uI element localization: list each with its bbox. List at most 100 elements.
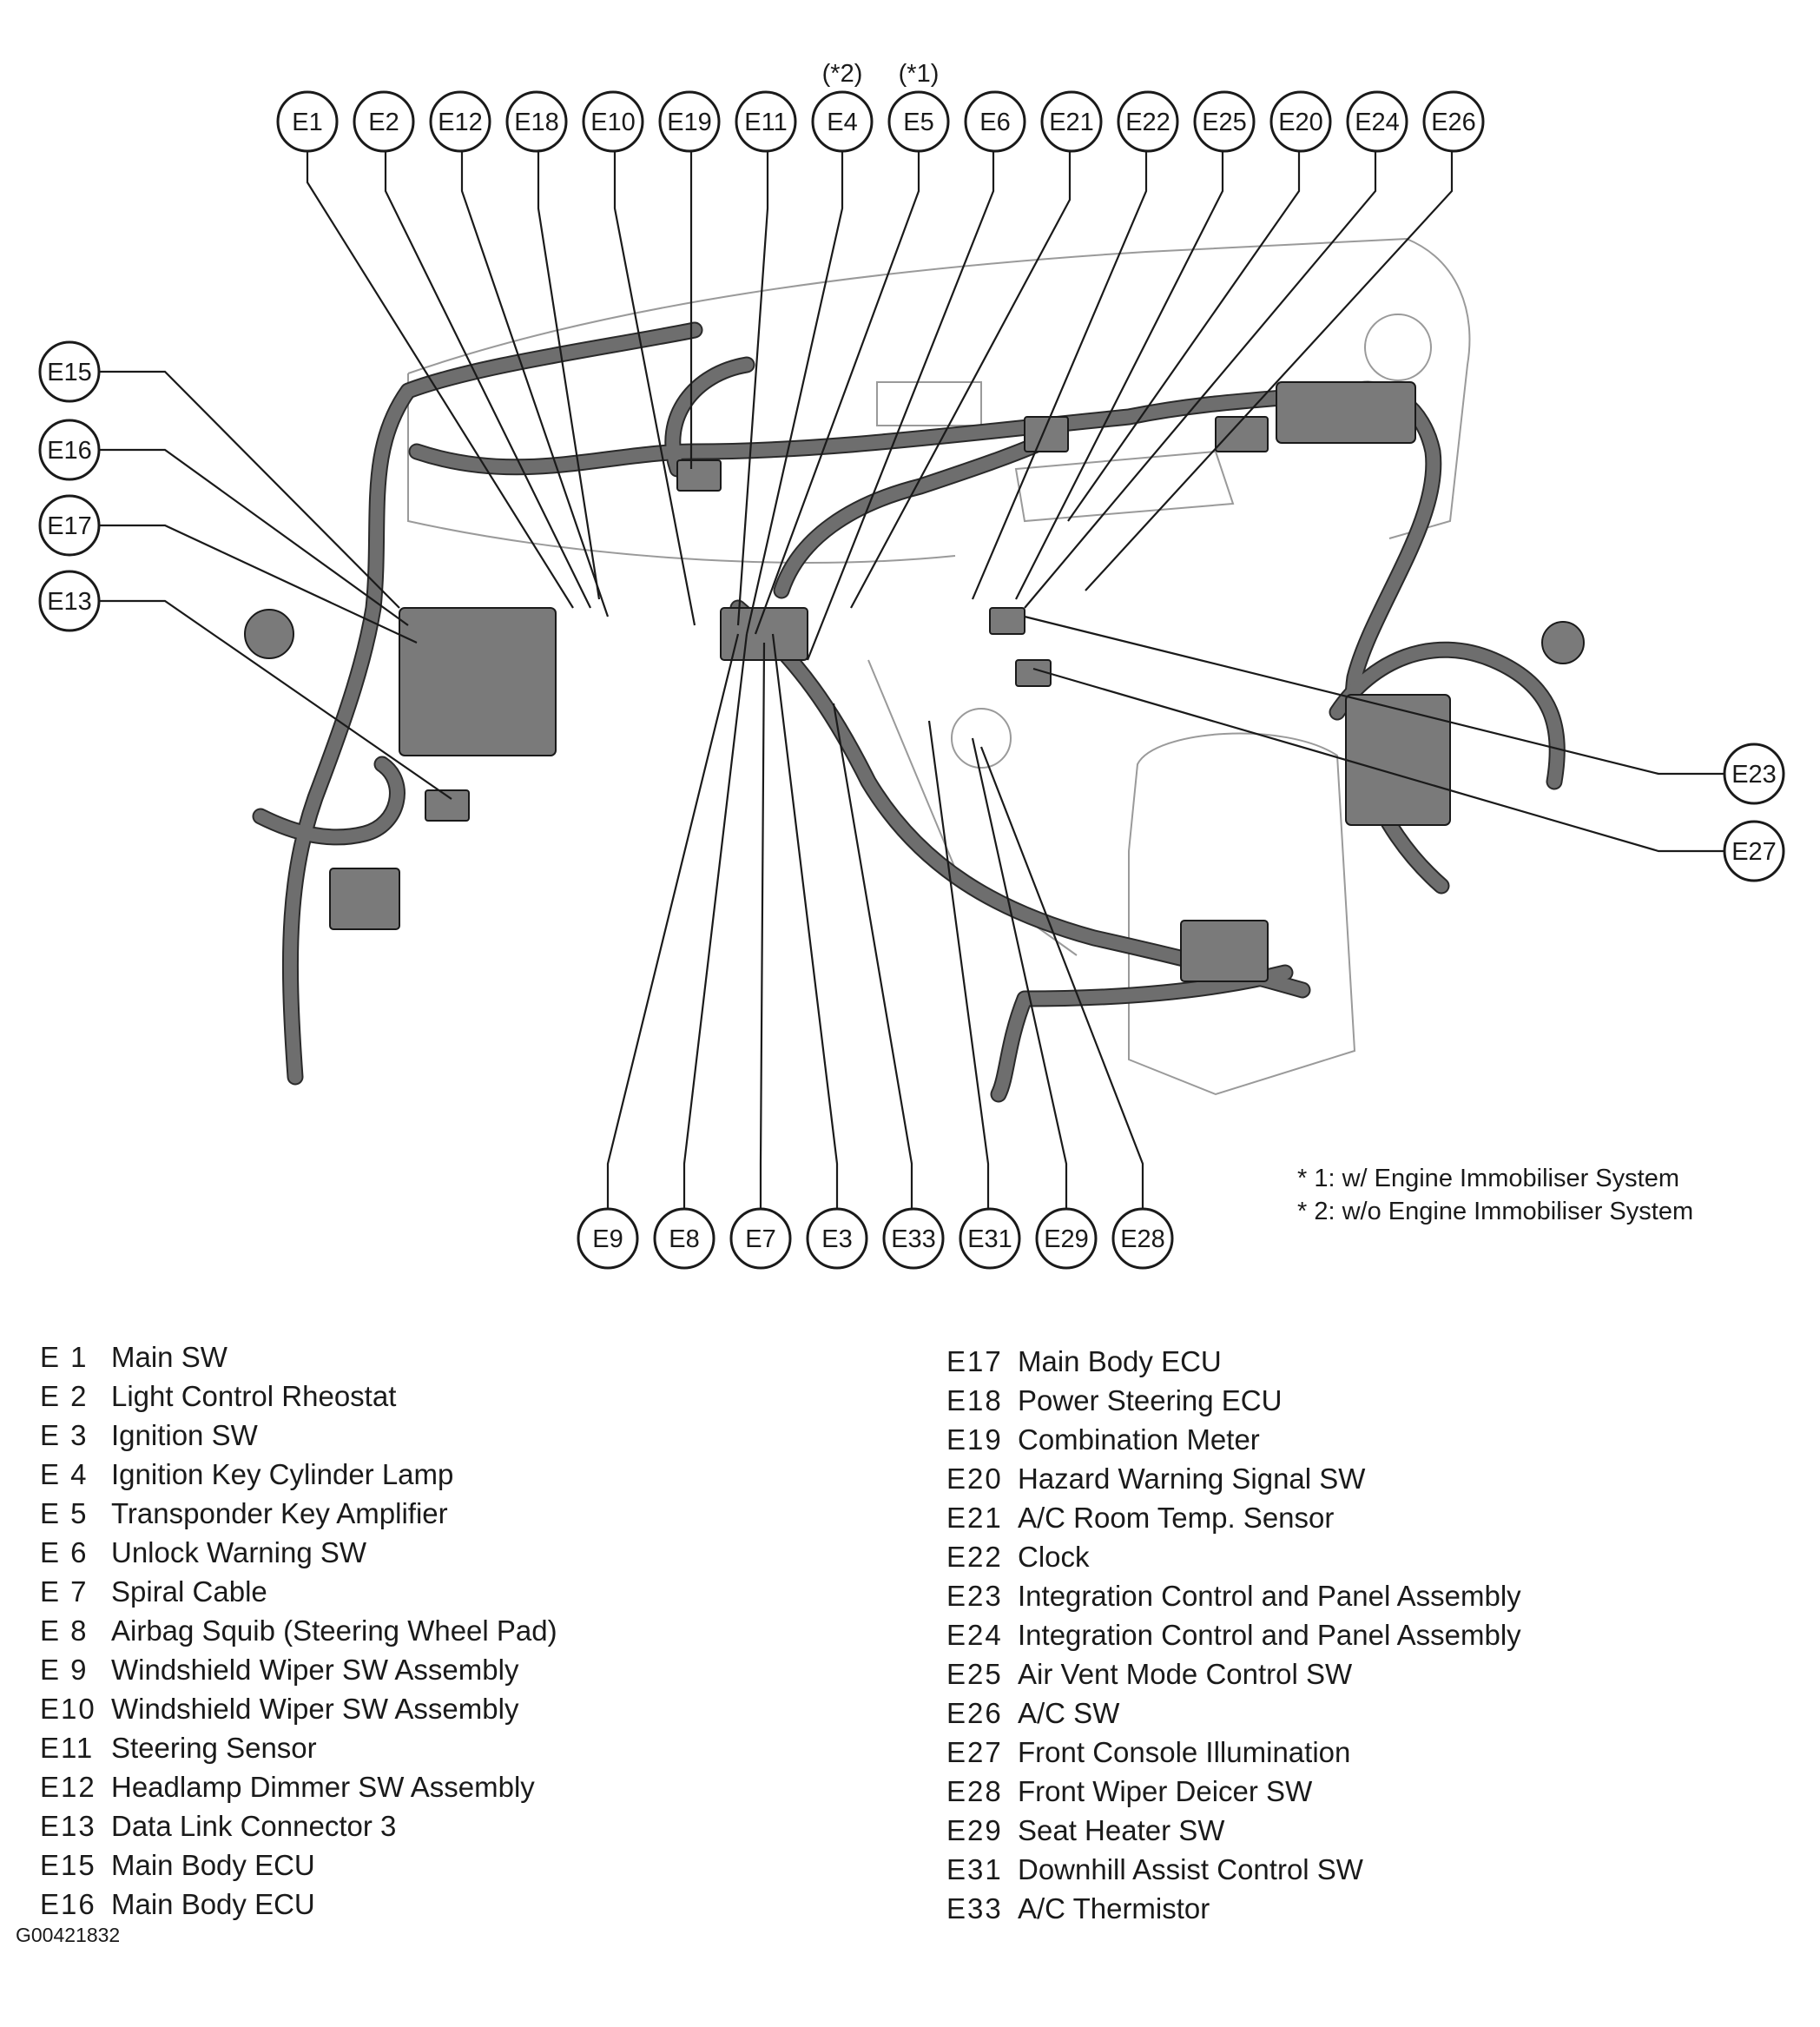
callout-e23: E23 xyxy=(1723,743,1785,805)
callout-circle xyxy=(1117,90,1179,153)
legend-code: E19 xyxy=(946,1423,1003,1456)
legend-name: Seat Heater SW xyxy=(1018,1814,1225,1846)
callout-label: E28 xyxy=(1120,1225,1165,1253)
callout-circle xyxy=(1035,1207,1098,1270)
legend-code: E26 xyxy=(946,1697,1003,1729)
legend-name: Clock xyxy=(1018,1541,1090,1573)
callout-e24: E24 xyxy=(1346,90,1408,153)
legend-code: E 3 xyxy=(40,1419,89,1451)
legend-name: Air Vent Mode Control SW xyxy=(1018,1658,1353,1690)
callout-e4: E4 (*2) xyxy=(811,60,874,153)
legend-row: E 9 Windshield Wiper SW Assembly xyxy=(40,1650,557,1689)
legend-name: Spiral Cable xyxy=(111,1575,267,1608)
callout-circle xyxy=(38,340,101,403)
legend-code: E 9 xyxy=(40,1654,89,1686)
legend-row: E25 Air Vent Mode Control SW xyxy=(946,1654,1521,1694)
callout-e16: E16 xyxy=(38,419,101,481)
legend-name: Unlock Warning SW xyxy=(111,1536,367,1568)
legend-name: Transponder Key Amplifier xyxy=(111,1497,448,1529)
callout-e31: E31 xyxy=(959,1207,1021,1270)
figure-id: G00421832 xyxy=(16,1924,121,1946)
callout-label: E20 xyxy=(1278,109,1323,136)
callout-e6: E6 xyxy=(964,90,1026,153)
callout-label: E16 xyxy=(47,437,92,465)
legend-code: E 7 xyxy=(40,1575,89,1608)
callout-circle xyxy=(38,570,101,632)
callout-label: E33 xyxy=(891,1225,936,1253)
callout-label: E8 xyxy=(669,1225,699,1253)
legend-name: A/C Thermistor xyxy=(1018,1892,1210,1925)
callout-circle xyxy=(276,90,339,153)
callout-e25: E25 xyxy=(1193,90,1256,153)
callout-circle xyxy=(38,419,101,481)
callout-circle xyxy=(1269,90,1332,153)
callout-e20: E20 xyxy=(1269,90,1332,153)
callout-label: E3 xyxy=(821,1225,852,1253)
legend-name: A/C SW xyxy=(1018,1697,1120,1729)
callout-e11: E11 xyxy=(735,90,797,153)
callout-label: E11 xyxy=(744,109,787,136)
legend-code: E27 xyxy=(946,1736,1003,1768)
legend-name: Headlamp Dimmer SW Assembly xyxy=(111,1771,535,1803)
callout-e19: E19 xyxy=(658,90,721,153)
legend-code: E25 xyxy=(946,1658,1003,1690)
legend-name: Integration Control and Panel Assembly xyxy=(1018,1580,1521,1612)
legend-name: Power Steering ECU xyxy=(1018,1384,1283,1416)
callout-e33: E33 xyxy=(882,1207,945,1270)
legend-code: E 8 xyxy=(40,1614,89,1647)
callout-circle xyxy=(1111,1207,1174,1270)
callout-circle xyxy=(882,1207,945,1270)
callout-label: E29 xyxy=(1044,1225,1089,1253)
legend-row: E 6 Unlock Warning SW xyxy=(40,1533,557,1572)
legend-code: E24 xyxy=(946,1619,1003,1651)
legend-code: E11 xyxy=(40,1732,95,1764)
callout-circle xyxy=(582,90,644,153)
callout-e18: E18 xyxy=(505,90,568,153)
callout-circle xyxy=(887,90,950,153)
callout-label: E24 xyxy=(1355,109,1400,136)
legend-code: E28 xyxy=(946,1775,1003,1807)
callout-label: E22 xyxy=(1125,109,1170,136)
callout-label: E31 xyxy=(967,1225,1012,1253)
legend-code: E10 xyxy=(40,1693,96,1725)
legend-code: E 6 xyxy=(40,1536,89,1568)
callout-label: E12 xyxy=(438,109,483,136)
callout-label: E1 xyxy=(292,109,322,136)
callout-note: (*1) xyxy=(899,60,940,88)
callout-note: (*2) xyxy=(822,60,863,88)
callout-label: E18 xyxy=(514,109,559,136)
callout-e7: E7 xyxy=(729,1207,792,1270)
callout-circle xyxy=(1040,90,1103,153)
legend-code: E 2 xyxy=(40,1380,89,1412)
callout-e3: E3 xyxy=(806,1207,868,1270)
callout-circle xyxy=(1346,90,1408,153)
callout-label: E4 xyxy=(827,109,857,136)
callout-circle xyxy=(1193,90,1256,153)
callout-e2: E2 xyxy=(353,90,415,153)
legend-row: E 7 Spiral Cable xyxy=(40,1572,557,1611)
callout-e1: E1 xyxy=(276,90,339,153)
callout-label: E13 xyxy=(47,588,92,616)
legend-name: Windshield Wiper SW Assembly xyxy=(111,1654,519,1686)
legend-row: E26 A/C SW xyxy=(946,1694,1521,1733)
callout-e15: E15 xyxy=(38,340,101,403)
callout-e27: E27 xyxy=(1723,820,1785,882)
callout-e5: E5(*1) xyxy=(887,60,950,153)
callout-e8: E8 xyxy=(653,1207,715,1270)
